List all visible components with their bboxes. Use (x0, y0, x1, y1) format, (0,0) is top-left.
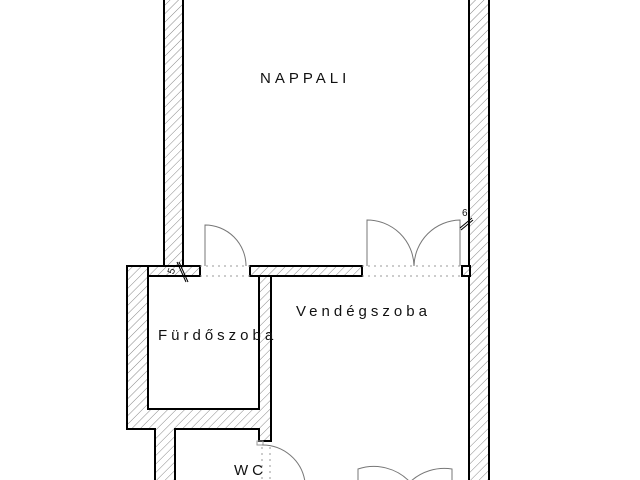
room-label-nappali: NAPPALI (260, 70, 350, 87)
marker-5: 5 (166, 261, 189, 283)
wall-right (468, 0, 490, 480)
door-bathroom[interactable] (200, 224, 250, 277)
room-label-furdoszoba: Fürdőszoba (158, 327, 277, 344)
door-wc[interactable] (256, 440, 306, 480)
wall-partition-middle (249, 265, 363, 277)
double-door-bottom[interactable] (357, 465, 453, 480)
marker-6: 6 (459, 208, 474, 231)
wall-nappali-left (163, 0, 184, 269)
double-door-nappali[interactable] (362, 219, 462, 277)
wall-right-stub (461, 265, 471, 277)
marker-6-label: 6 (462, 208, 468, 219)
wall-bathroom (126, 265, 272, 480)
room-label-wc: WC (234, 462, 267, 479)
room-label-vendegszoba: Vendégszoba (296, 303, 431, 320)
marker-5-label: 5 (166, 266, 178, 275)
